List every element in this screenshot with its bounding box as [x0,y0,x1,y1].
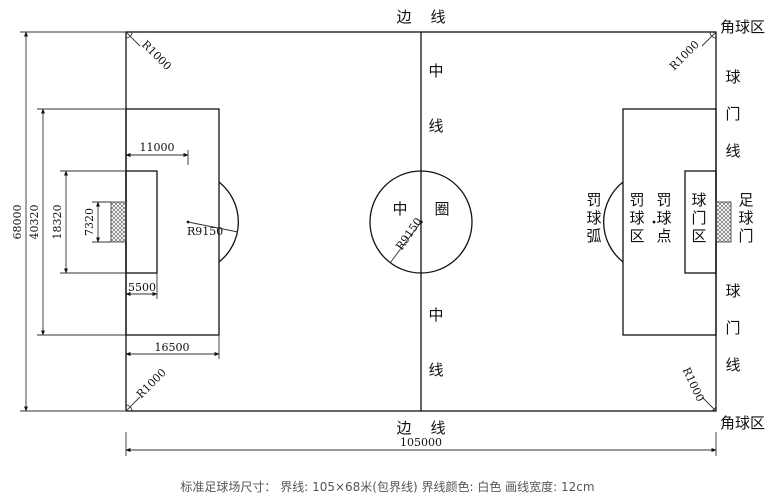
football-field-diagram: 边 线 边 线 角球区 角球区 中线 中线 中 圈 球门线 球门线 足球门 球门… [11,8,765,456]
corner-radius-line-tl [125,31,141,47]
center-line-label-top: 中线 [428,62,443,135]
goal-line-label-top: 球门线 [725,68,740,160]
right-goal-net [715,201,732,243]
dim-label-18320: 18320 [51,205,64,240]
center-radius-label: R9150 [393,215,424,252]
corner-radius-label-br: R1000 [680,365,707,403]
penalty-spot-label: 罚球点 [656,191,671,245]
right-penalty-spot [652,220,656,224]
goal-area-label: 球门区 [691,191,706,245]
left-goal-area [125,170,158,274]
left-arc-radius-line [187,221,239,233]
dim-label-68000: 68000 [11,205,24,240]
center-circle-label-right: 圈 [434,200,449,218]
corner-radius-line-tr [701,31,717,47]
goal-label: 足球门 [738,191,753,245]
dim-label-105000: 105000 [400,436,442,449]
penalty-arc-label: 罚球弧 [586,191,601,245]
corner-area-label-top: 角球区 [720,18,765,36]
dim-label-7320: 7320 [83,208,96,236]
right-penalty-arc [602,181,624,263]
dim-label-11000: 11000 [140,141,175,154]
center-circle-label-left: 中 [392,200,407,218]
caption: 标准足球场尺寸： 界线: 105×68米(包界线) 界线颜色: 白色 画线宽度:… [180,480,595,494]
touchline-label-top: 边 线 [396,8,445,26]
arc-radius-label: R9150 [187,225,223,238]
dim-label-16500: 16500 [155,341,190,354]
left-goal-net [110,201,127,243]
center-line-label-bottom: 中线 [428,306,443,379]
dim-label-5500: 5500 [128,281,156,294]
corner-radius-label-tr: R1000 [667,38,702,73]
left-penalty-arc [218,181,240,263]
goal-line-label-bottom: 球门线 [725,282,740,374]
dim-label-40320: 40320 [28,205,41,240]
penalty-area-label: 罚球区 [629,191,644,245]
center-circle [369,170,473,274]
center-radius-line [389,221,422,264]
corner-radius-line-bl [125,396,141,412]
corner-radius-label-bl: R1000 [134,366,169,401]
touchline-label-bottom: 边 线 [396,419,445,437]
corner-radius-line-br [701,396,717,412]
corner-area-label-bottom: 角球区 [720,414,765,432]
corner-radius-label-tl: R1000 [139,38,174,73]
